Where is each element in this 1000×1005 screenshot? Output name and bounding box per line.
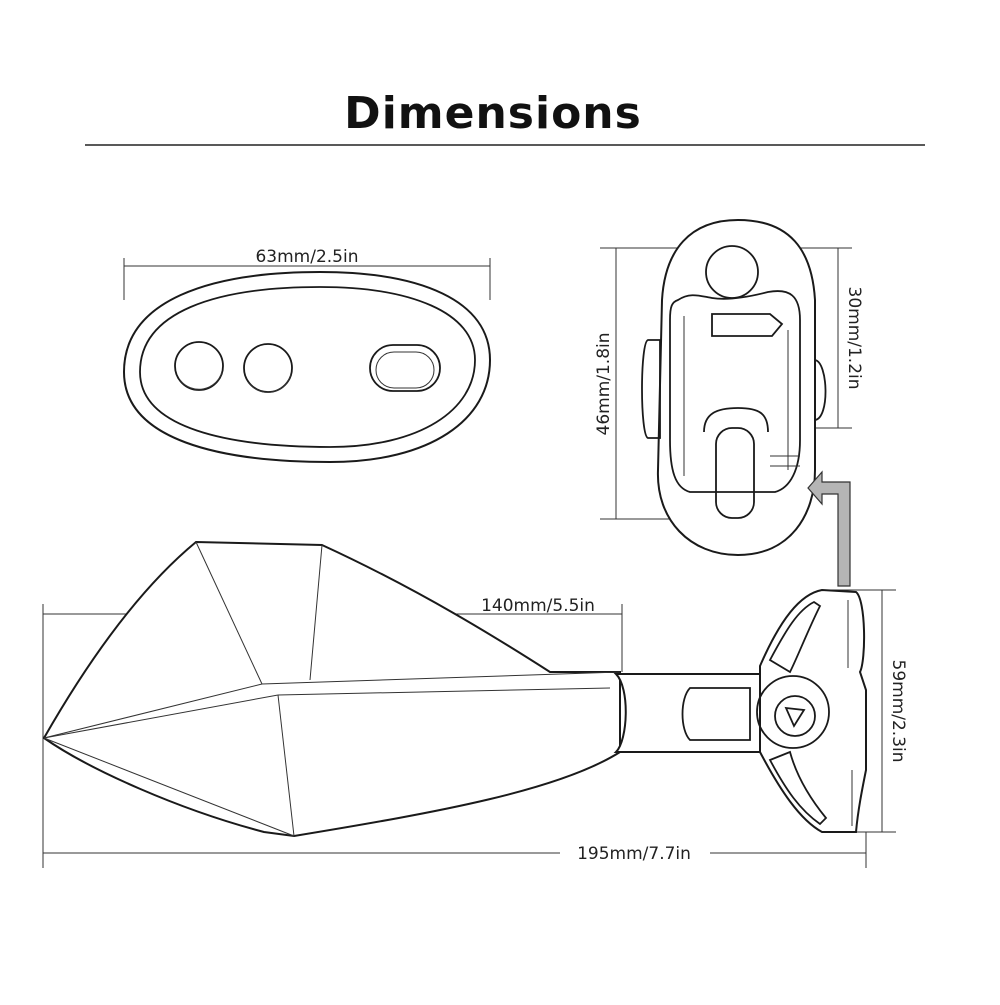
mirror-facet-line-8 — [277, 687, 611, 696]
bracket-slot — [715, 427, 755, 519]
mount-bracket-view: 46mm/1.8in 30mm/1.2in — [594, 218, 864, 557]
mount-hole-1-shadow — [179, 371, 223, 390]
mount-hole-1 — [174, 341, 224, 391]
mount-upper-fin — [768, 600, 822, 674]
dim-label-mount-height: 46mm/1.8in — [594, 332, 614, 435]
mirror-housing — [42, 540, 621, 838]
bracket-clip — [711, 313, 784, 337]
bracket-inner-frame — [669, 290, 801, 493]
page-title: Dimensions — [344, 88, 642, 139]
mirror-facet-line-4 — [309, 544, 323, 681]
base-plate-inner-outline — [139, 286, 476, 448]
mirror-side-view: 140mm/5.5in 195mm/7.7in 59mm/2.3in — [42, 540, 908, 868]
mirror-facet-line-7 — [277, 694, 295, 837]
bracket-outline — [656, 218, 816, 557]
pivot-bolt-head-icon — [784, 706, 806, 728]
dim-label-base-width: 63mm/2.5in — [255, 247, 358, 267]
pivot-bolt — [774, 695, 816, 737]
dim-label-total-length: 195mm/7.7in — [577, 844, 691, 864]
mount-housing — [759, 588, 867, 833]
stem-collar — [681, 687, 751, 741]
mount-lower-fin — [768, 750, 828, 826]
slot-hole-inner — [375, 351, 435, 389]
base-plate-outline — [122, 270, 492, 464]
dim-label-mount-inner: 30mm/1.2in — [844, 286, 864, 389]
mirror-facet-line-2 — [261, 671, 621, 685]
pivot-joint — [756, 675, 830, 749]
pointer-arrow-icon — [807, 470, 851, 587]
bracket-slot-arch — [703, 407, 769, 433]
mirror-stem — [613, 673, 761, 753]
bracket-left-tab — [641, 339, 661, 439]
dim-label-mount-depth: 59mm/2.3in — [888, 659, 908, 762]
mirror-facet-line-1 — [43, 683, 263, 739]
mirror-facet-line-3 — [195, 541, 263, 685]
slot-hole — [369, 344, 441, 392]
bracket-right-tab — [814, 359, 827, 421]
mirror-facet-line-6 — [43, 694, 279, 739]
base-plate-view: 63mm/2.5in — [122, 247, 492, 464]
mirror-facet-line-5 — [43, 737, 295, 837]
mount-hole-2-shadow — [247, 373, 292, 393]
dim-label-mirror-length: 140mm/5.5in — [481, 596, 595, 616]
